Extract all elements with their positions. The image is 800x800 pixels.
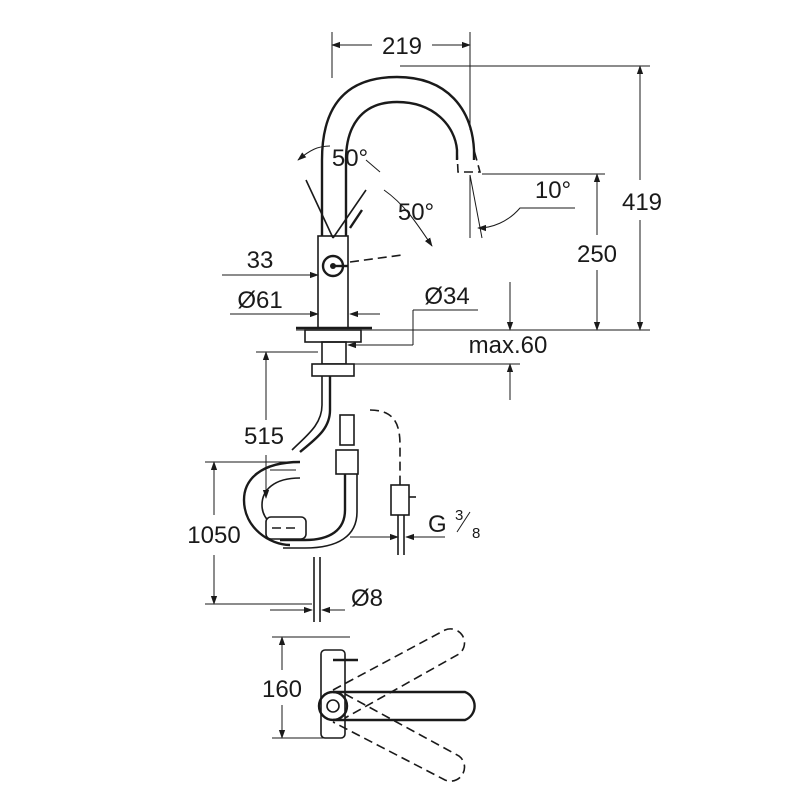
label-hole-diameter: Ø34 bbox=[424, 283, 469, 310]
faucet-top-view bbox=[317, 628, 476, 782]
spout-pipe bbox=[320, 75, 476, 236]
hose-loop bbox=[242, 460, 301, 547]
mounting-plate bbox=[304, 329, 362, 343]
label-lever-angle-right: 50° bbox=[398, 199, 434, 226]
supply-hose bbox=[369, 409, 401, 485]
fixing-nut bbox=[311, 363, 355, 377]
top-view-swivel-left bbox=[332, 628, 466, 719]
dimension-lines bbox=[205, 32, 650, 739]
hose-connector bbox=[339, 414, 355, 446]
label-thread-denominator: 8 bbox=[472, 525, 480, 542]
label-hose-length: 1050 bbox=[187, 522, 240, 549]
label-max-deck-thickness: max.60 bbox=[469, 332, 548, 359]
label-total-height: 419 bbox=[622, 189, 662, 216]
label-base-diameter: Ø61 bbox=[237, 287, 282, 314]
pull-out-hose bbox=[299, 376, 332, 453]
spout-pipe-inner bbox=[344, 100, 459, 236]
supply-valve bbox=[390, 484, 410, 516]
lever-position-right bbox=[332, 189, 367, 239]
label-hose-pull-out: 515 bbox=[244, 423, 284, 450]
label-pipe-diameter: Ø8 bbox=[351, 585, 383, 612]
label-thread-numerator: 3 bbox=[455, 507, 463, 524]
label-lever-angle-left: 50° bbox=[332, 145, 368, 172]
dimension-labels: 219 419 250 50° 50° 10° 33 Ø61 Ø34 max.6… bbox=[187, 33, 662, 703]
label-swivel-depth: 160 bbox=[262, 676, 302, 703]
label-spout-height: 250 bbox=[577, 241, 617, 268]
top-view-spout bbox=[333, 690, 476, 722]
label-connection-thread: G bbox=[428, 511, 447, 538]
faucet-side-view bbox=[242, 75, 483, 622]
label-spout-reach: 219 bbox=[382, 33, 422, 60]
faucet-body bbox=[317, 235, 349, 329]
label-handle-offset: 33 bbox=[247, 247, 274, 274]
label-spray-angle: 10° bbox=[535, 177, 571, 204]
spray-head bbox=[456, 149, 482, 173]
lever-position-left bbox=[305, 179, 334, 239]
top-view-swivel-right bbox=[332, 693, 466, 782]
